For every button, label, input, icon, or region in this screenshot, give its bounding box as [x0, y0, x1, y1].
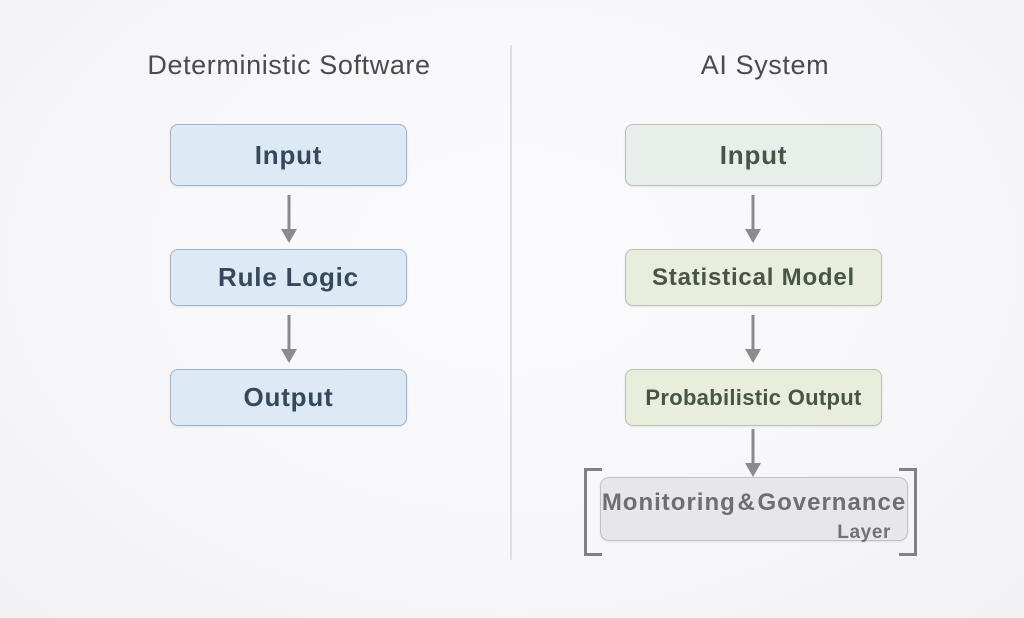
- governance-bracket-left: [584, 468, 602, 556]
- node-label: Probabilistic Output: [645, 384, 862, 410]
- node-label: Statistical Model: [652, 263, 855, 291]
- arrow-down-icon: [745, 315, 761, 363]
- node-input-ai: Input: [625, 124, 882, 186]
- node-probabilistic-output: Probabilistic Output: [625, 369, 882, 426]
- arrow-down-icon: [281, 195, 297, 243]
- node-input-deterministic: Input: [170, 124, 407, 186]
- column-title-deterministic: Deterministic Software: [147, 50, 431, 80]
- governance-label-line1: Monitoring & Governance: [601, 489, 907, 516]
- column-divider: [510, 45, 512, 560]
- node-output-deterministic: Output: [170, 369, 407, 426]
- node-label: Input: [719, 139, 788, 170]
- governance-node: Monitoring & Governance Layer: [600, 477, 908, 543]
- arrow-down-icon: [281, 315, 297, 363]
- governance-bracket-right: [899, 468, 917, 556]
- node-rule-logic: Rule Logic: [170, 249, 407, 306]
- governance-label-line2: Layer: [837, 522, 891, 543]
- node-label: Rule Logic: [218, 262, 359, 292]
- column-title-ai: AI System: [700, 50, 830, 80]
- node-label: Output: [243, 382, 334, 412]
- arrow-down-icon: [745, 195, 761, 243]
- node-label: Input: [254, 139, 323, 170]
- arrow-down-icon: [745, 429, 761, 477]
- node-statistical-model: Statistical Model: [625, 249, 882, 306]
